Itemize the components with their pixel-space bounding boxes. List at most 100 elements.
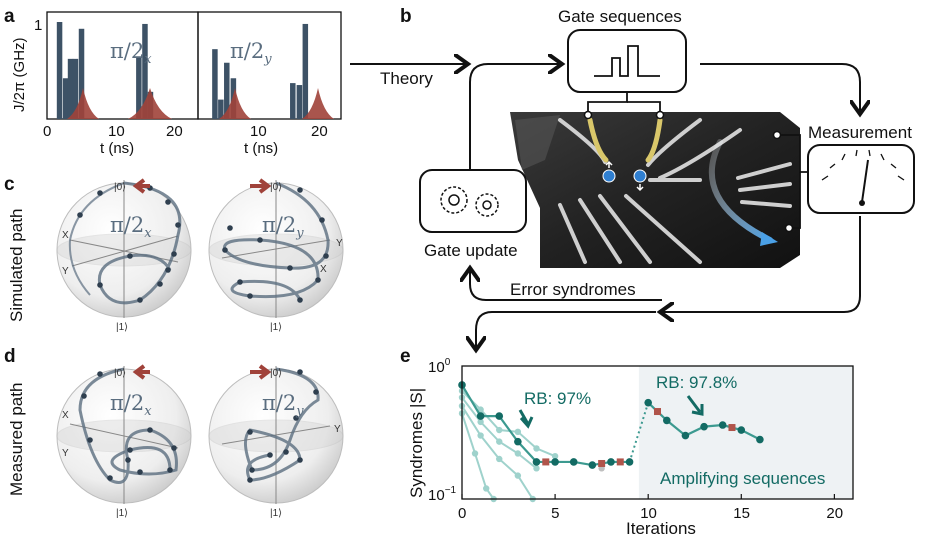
light-series-point — [533, 445, 540, 452]
x-tick-label: 15 — [733, 505, 750, 522]
sem-device-image — [510, 112, 800, 268]
square-marker — [598, 459, 606, 467]
panel-a-gate-left: π/2x — [110, 39, 152, 67]
panel-a-left-bars — [56, 22, 154, 119]
measurement-label: Measurement — [808, 123, 912, 142]
pulse-sequence-icon — [594, 45, 660, 77]
panel-a: 1 J/2π (GHz) 0 10 20 10 20 t (ns) t (ns)… — [11, 11, 342, 157]
exchange-pulse-bar — [224, 62, 230, 119]
panel-e-ylabel: Syndromes|S| — [407, 388, 426, 498]
gears-icon — [440, 186, 499, 217]
panel-a-right-xtick-10: 10 — [250, 123, 267, 140]
panel-a-gate-right: π/2y — [230, 39, 272, 67]
loop-error-syndromes — [662, 216, 861, 312]
dotted-link — [628, 402, 650, 463]
exchange-pulse-bar — [67, 58, 74, 119]
panel-label-c: c — [4, 174, 15, 195]
theory-label: Theory — [380, 69, 433, 88]
panel-c-right-sphere: |0⟩ |1⟩ X Y π/2y — [208, 178, 344, 333]
meter-icon — [821, 149, 905, 181]
panel-e-main-series — [458, 381, 764, 469]
ket-1-label: |1⟩ — [116, 508, 128, 519]
ket-0-label: |0⟩ — [114, 368, 126, 379]
main-series-point — [681, 431, 690, 440]
plunger-gate-right — [645, 117, 663, 163]
x-tick-label: 0 — [458, 505, 466, 522]
x-tick-label: 5 — [551, 505, 559, 522]
y-axis-label: Y — [336, 238, 343, 249]
panel-d-left-sphere: |0⟩ |1⟩ X Y π/2x — [56, 364, 192, 519]
exchange-pulse-bar — [136, 57, 142, 119]
measurement-box — [807, 144, 915, 214]
panel-a-xtick-20: 20 — [166, 123, 183, 140]
ket-1-label: |1⟩ — [270, 322, 282, 333]
start-arrow-icon — [250, 178, 272, 194]
light-series-line — [461, 390, 556, 458]
rb-left-arrow-icon — [518, 409, 534, 429]
main-series-point — [737, 426, 746, 434]
light-series-point — [496, 455, 503, 463]
main-series-point — [663, 416, 671, 425]
square-marker — [728, 424, 736, 432]
light-series-point — [477, 406, 484, 413]
y-axis-label: Y — [62, 266, 69, 277]
panel-c-gate-left: π/2x — [110, 213, 152, 241]
panel-label-b: b — [400, 6, 412, 27]
start-arrow-icon — [132, 364, 150, 380]
panel-label-e: e — [400, 346, 411, 367]
exchange-pulse-bar — [142, 23, 148, 119]
panel-d-gate-right: π/2y — [262, 391, 304, 419]
loop-to-measurement — [700, 63, 860, 112]
panel-c-gate-right: π/2y — [262, 213, 304, 241]
light-series-point — [514, 428, 522, 436]
panel-a-xtick-10: 10 — [108, 123, 125, 140]
main-series-point — [495, 412, 504, 420]
panel-d-ylabel: Measured path — [7, 383, 26, 496]
panel-a-right-xtick-20: 20 — [311, 123, 328, 140]
exchange-pulse-bar — [302, 23, 309, 119]
spin-up-icon — [605, 160, 613, 168]
theory-pulse — [67, 88, 99, 119]
ket-0-label: |0⟩ — [114, 182, 126, 193]
light-series-point — [496, 426, 503, 434]
panel-b: Theory Gate sequences — [350, 7, 915, 348]
panel-d-gate-left: π/2x — [110, 391, 152, 419]
loop-to-gate-update — [470, 270, 662, 301]
start-arrow-icon — [132, 178, 150, 194]
panel-d-right-sphere: |0⟩ |1⟩ Y π/2y — [208, 364, 344, 519]
main-series-point — [644, 398, 652, 407]
light-series-line — [461, 413, 495, 500]
x-axis-label: X — [62, 410, 69, 421]
x-axis-label: X — [320, 264, 327, 275]
panel-a-ytick: 1 — [34, 17, 42, 34]
main-series-point — [625, 458, 634, 466]
panel-a-xlabel-left: t (ns) — [100, 140, 134, 157]
exchange-pulse-bar — [56, 22, 63, 119]
square-marker — [542, 458, 550, 466]
gate-update-box — [419, 169, 527, 233]
main-series-point — [532, 458, 541, 466]
light-series-point — [533, 465, 540, 472]
exchange-pulse-bar — [296, 85, 303, 119]
meter-needle — [861, 159, 869, 203]
ket-0-label: |0⟩ — [270, 368, 282, 379]
light-series-point — [514, 450, 522, 457]
ket-0-label: |0⟩ — [270, 182, 282, 193]
panel-e-xlabel: Iterations — [626, 519, 696, 538]
gate-update-label: Gate update — [424, 241, 518, 260]
y-axis-label: Y — [334, 424, 341, 435]
main-series-point — [588, 461, 597, 469]
exchange-pulse-bar — [218, 99, 224, 119]
main-series-point — [607, 458, 615, 466]
exchange-pulse-bar — [212, 49, 218, 119]
main-series-point — [718, 421, 727, 429]
rb-left-label: RB: 97% — [524, 389, 591, 408]
gate-sequences-box — [567, 29, 687, 93]
main-series-point — [476, 412, 485, 420]
light-series-point — [551, 452, 559, 460]
spin-down-icon — [636, 184, 644, 192]
error-syndromes-label: Error syndromes — [510, 280, 636, 299]
main-series-point — [700, 422, 708, 431]
sensor-current-arc — [708, 139, 773, 243]
